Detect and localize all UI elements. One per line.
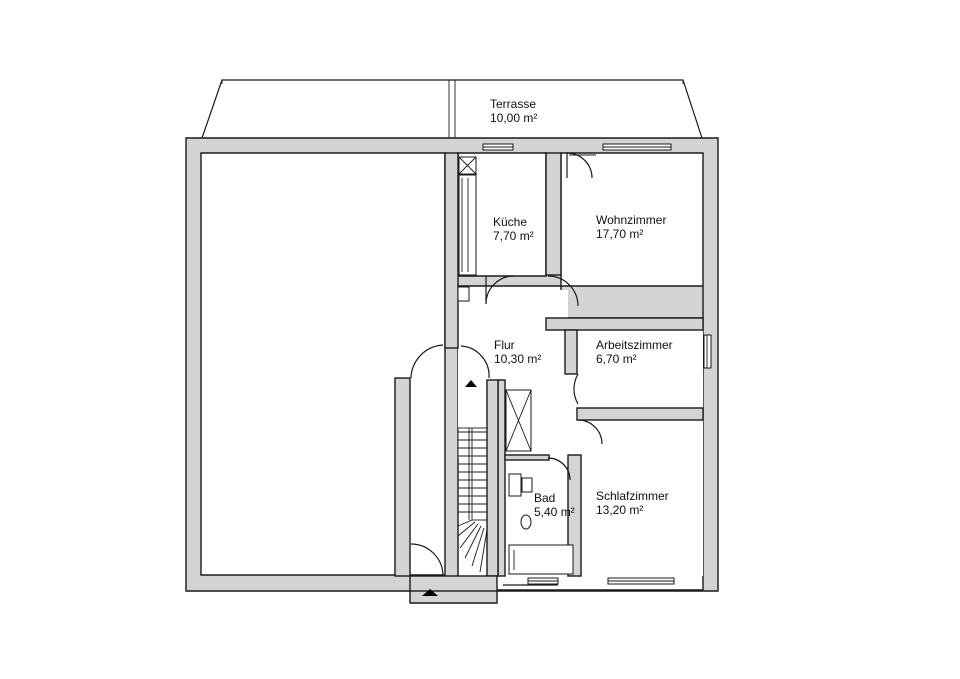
windows (482, 143, 712, 585)
label-flur-area: 10,30 m² (494, 352, 541, 366)
label-wohnzimmer-area: 17,70 m² (596, 227, 643, 241)
staircase (457, 427, 488, 577)
terrace-outline (201, 79, 703, 139)
walls (185, 137, 719, 604)
doors (410, 152, 603, 586)
label-bad-area: 5,40 m² (534, 505, 575, 519)
label-terrasse-name: Terrasse (490, 97, 536, 111)
kitchen-counter (457, 156, 477, 302)
label-kueche-area: 7,70 m² (493, 229, 534, 243)
label-kueche-name: Küche (493, 215, 527, 229)
label-terrasse-area: 10,00 m² (490, 111, 537, 125)
corridor-wardrobe (505, 389, 532, 452)
label-schlafzimmer-name: Schlafzimmer (596, 489, 669, 503)
label-wohnzimmer-name: Wohnzimmer (596, 213, 666, 227)
label-bad-name: Bad (534, 491, 555, 505)
room-labels: Terrasse 10,00 m² Küche 7,70 m² Wohnzimm… (490, 97, 673, 519)
label-arbeitszimmer-area: 6,70 m² (596, 352, 637, 366)
bathroom-fixtures (508, 473, 574, 575)
label-flur-name: Flur (494, 338, 515, 352)
label-schlafzimmer-area: 13,20 m² (596, 503, 643, 517)
label-arbeitszimmer-name: Arbeitszimmer (596, 338, 673, 352)
entrance-markers (422, 380, 477, 596)
